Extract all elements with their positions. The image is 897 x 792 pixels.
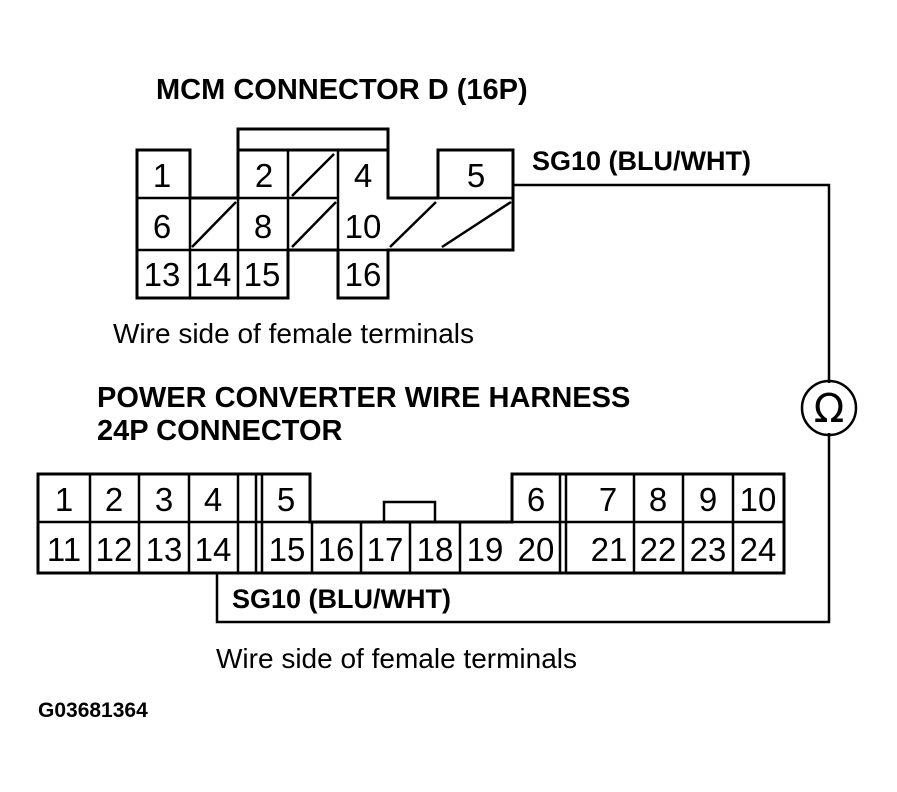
pc-pin-20: 20 [518,531,555,568]
pc-pin-19: 19 [467,531,504,568]
pc-grid-left [88,474,240,573]
mcm-wire-label: SG10 (BLU/WHT) [532,146,751,176]
mcm-pin-4: 4 [354,157,372,194]
pc-grid-middle [310,522,462,573]
pc-pin-10: 10 [740,481,777,518]
pc-pin-21: 21 [591,531,628,568]
pc-pin-15: 15 [269,531,306,568]
pc-pin-5: 5 [277,481,295,518]
pc-gap-right [558,474,568,573]
pc-pin-13: 13 [146,531,183,568]
mcm-connector-housing [135,148,515,300]
pc-pin-12: 12 [96,531,133,568]
pc-pin-16: 16 [318,531,355,568]
ohmmeter-icon [800,379,858,437]
pc-pin-24: 24 [740,531,777,568]
mcm-grid [137,150,513,298]
pc-pin-2: 2 [105,481,123,518]
pc-pin-6: 6 [527,481,545,518]
pc-connector-title-line1: POWER CONVERTER WIRE HARNESS [97,382,630,414]
pc-pin-9: 9 [699,481,717,518]
pc-gap-left [254,474,264,573]
mcm-pin-10: 10 [345,208,382,245]
pc-pin-18: 18 [417,531,454,568]
pc-pin-8: 8 [649,481,667,518]
pc-pin-17: 17 [367,531,404,568]
mcm-pin-14: 14 [195,256,232,293]
pc-connector: 1 2 3 4 5 6 7 8 9 10 11 12 13 14 15 16 1… [36,472,786,575]
mcm-pin-13: 13 [144,256,181,293]
figure-id: G03681364 [38,699,148,722]
mcm-pin-6: 6 [153,208,171,245]
pc-pin-3: 3 [155,481,173,518]
pc-pin-4: 4 [204,481,222,518]
ohmmeter: Ω [800,379,858,437]
pc-pin-14: 14 [195,531,232,568]
pc-pin-7: 7 [599,481,617,518]
mcm-pin-15: 15 [244,256,281,293]
mcm-empty-slots [191,153,512,249]
mcm-connector: 1 2 4 5 6 8 10 13 14 15 16 [135,127,515,300]
pc-grid-right [632,474,735,573]
pc-pin-22: 22 [640,531,677,568]
mcm-latch [236,127,390,150]
pc-connector-housing [36,472,786,575]
pc-connector-note: Wire side of female terminals [216,643,577,674]
pc-pin-23: 23 [690,531,727,568]
mcm-pin-5: 5 [467,157,485,194]
pc-pin-1: 1 [55,481,73,518]
pc-pin-11: 11 [47,531,81,568]
mcm-pin-16: 16 [345,256,382,293]
pc-connector-title-line2: 24P CONNECTOR [97,415,343,447]
wire-meter-to-pc [215,433,831,624]
wire-mcm-to-meter [513,183,831,383]
mcm-pin-1: 1 [153,157,171,194]
pc-wire-label: SG10 (BLU/WHT) [232,584,451,614]
mcm-connector-note: Wire side of female terminals [113,318,474,349]
mcm-pin-2: 2 [255,157,273,194]
mcm-pin-8: 8 [254,208,272,245]
ohm-symbol: Ω [814,386,845,432]
mcm-connector-title: MCM CONNECTOR D (16P) [156,74,528,106]
pc-latch [382,500,437,522]
